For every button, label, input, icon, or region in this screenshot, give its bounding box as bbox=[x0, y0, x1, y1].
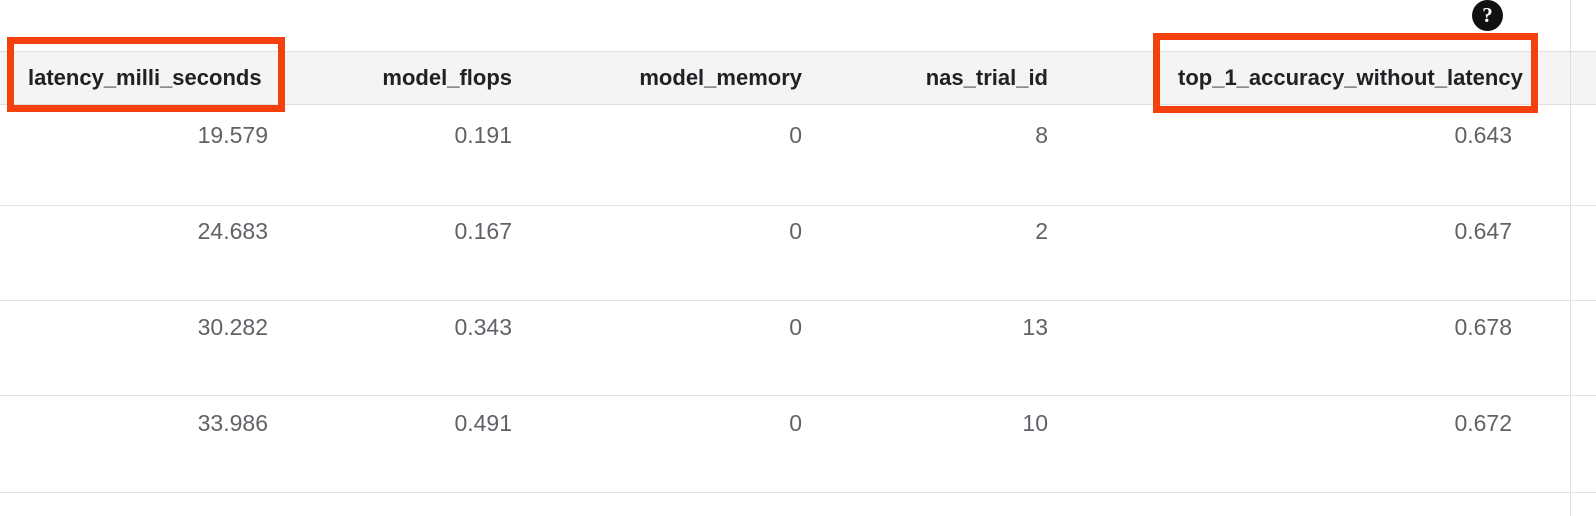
table-cell: 0 bbox=[789, 314, 802, 340]
column-divider[interactable] bbox=[1570, 0, 1571, 516]
table-cell: 24.683 bbox=[197, 218, 268, 244]
column-header-model-memory[interactable]: model_memory bbox=[639, 65, 802, 90]
row-separator bbox=[0, 492, 1596, 493]
table-cell: 0 bbox=[789, 218, 802, 244]
column-header-model-flops[interactable]: model_flops bbox=[382, 65, 512, 90]
table-cell: 0.678 bbox=[1454, 314, 1512, 340]
row-separator bbox=[0, 300, 1596, 301]
table-cell: 10 bbox=[1022, 410, 1048, 436]
column-header-latency-milli-seconds[interactable]: latency_milli_seconds bbox=[28, 65, 262, 90]
table-cell: 0 bbox=[789, 410, 802, 436]
help-icon[interactable]: ? bbox=[1472, 0, 1503, 31]
table-header-row bbox=[0, 51, 1596, 105]
table-cell: 0.491 bbox=[454, 410, 512, 436]
column-header-top-1-accuracy-without-latency[interactable]: top_1_accuracy_without_latency bbox=[1178, 65, 1523, 90]
table-cell: 0 bbox=[789, 122, 802, 148]
table-cell: 0.191 bbox=[454, 122, 512, 148]
table-cell: 30.282 bbox=[197, 314, 268, 340]
table-cell: 0.672 bbox=[1454, 410, 1512, 436]
row-separator bbox=[0, 205, 1596, 206]
table-cell: 0.167 bbox=[454, 218, 512, 244]
table-cell: 33.986 bbox=[197, 410, 268, 436]
table-cell: 0.647 bbox=[1454, 218, 1512, 244]
row-separator bbox=[0, 395, 1596, 396]
table-cell: 0.343 bbox=[454, 314, 512, 340]
table-cell: 13 bbox=[1022, 314, 1048, 340]
table-cell: 19.579 bbox=[197, 122, 268, 148]
table-cell: 2 bbox=[1035, 218, 1048, 244]
column-header-nas-trial-id[interactable]: nas_trial_id bbox=[925, 65, 1048, 90]
table-cell: 0.643 bbox=[1454, 122, 1512, 148]
table-cell: 8 bbox=[1035, 122, 1048, 148]
